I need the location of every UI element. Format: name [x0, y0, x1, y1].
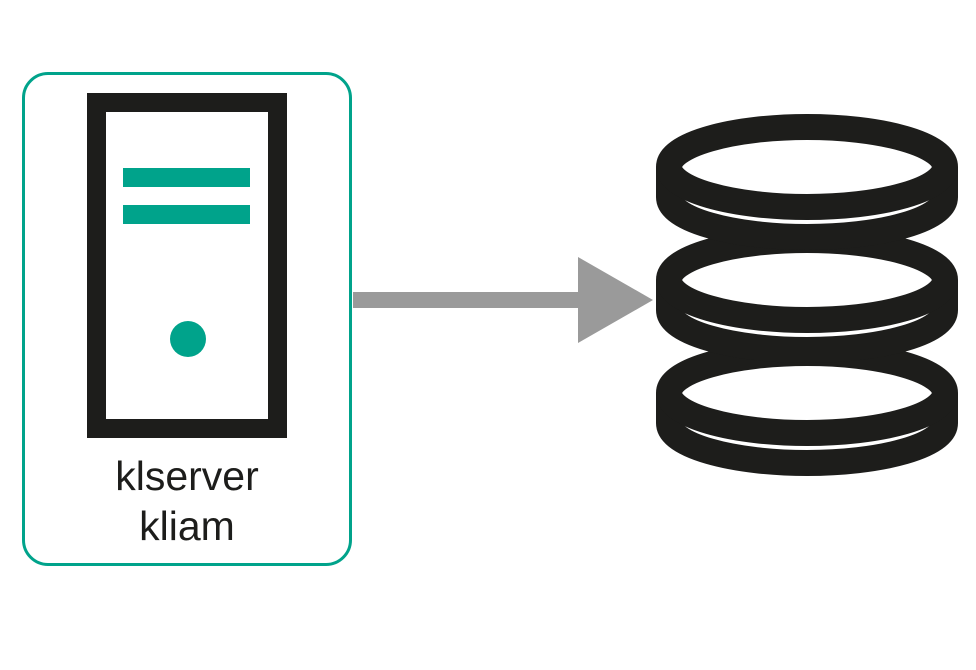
server-node: klserver kliam — [22, 72, 352, 566]
arrow-shaft — [353, 292, 585, 308]
server-tower-outline — [87, 93, 287, 438]
database-disk-middle — [656, 227, 958, 363]
arrow-right-icon — [353, 257, 653, 343]
server-node-label: klserver kliam — [25, 451, 349, 551]
database-disk-bottom — [656, 340, 958, 476]
server-node-label-line1: klserver — [115, 453, 259, 499]
server-slot-bar-bottom — [123, 205, 250, 224]
database-disk-top — [656, 340, 958, 446]
server-tower-icon — [87, 93, 287, 438]
server-power-dot — [170, 321, 206, 357]
database-disk-top-most — [656, 114, 958, 250]
database-disk-top — [656, 114, 958, 220]
database-icon — [656, 114, 958, 476]
arrow-head — [578, 257, 653, 343]
server-slot-bar-top — [123, 168, 250, 187]
server-node-label-line2: kliam — [139, 503, 235, 549]
database-disk-top — [656, 227, 958, 333]
